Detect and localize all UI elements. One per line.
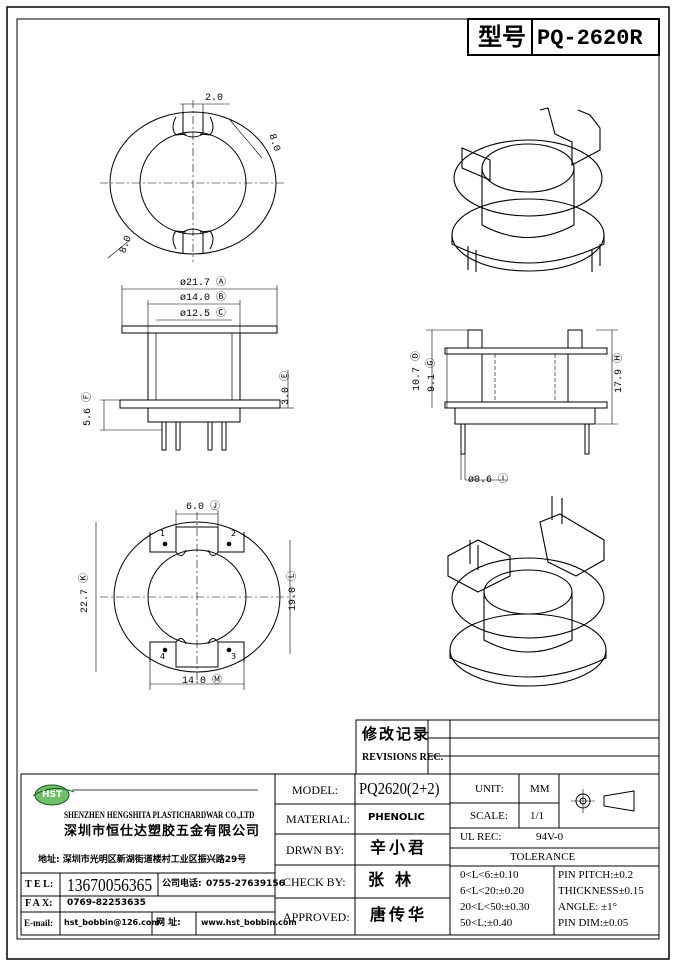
check-value: 张 林 — [368, 870, 412, 889]
dim-k: 22.7 Ⓚ — [80, 572, 92, 614]
drawn-label: DRWN BY: — [286, 843, 344, 857]
web-label: 网 址: — [156, 918, 181, 928]
dim-j: 6.0 Ⓙ — [186, 502, 221, 513]
thickness: THICKNESS±0.15 — [558, 885, 644, 897]
material-value: PHENOLIC — [368, 812, 425, 823]
pin-dim: PIN DIM:±0.05 — [558, 917, 629, 929]
dim-d: 10.7 Ⓓ — [412, 350, 424, 392]
side-view — [426, 329, 618, 481]
tolerance-label: TOLERANCE — [510, 851, 576, 863]
company-phone-value: 0755-27639156 — [206, 879, 285, 889]
email-label: E-mail: — [24, 918, 53, 928]
fax-value: 0769-82253635 — [67, 898, 146, 908]
pin-1-label: 1 — [160, 529, 166, 538]
material-label: MATERIAL: — [286, 812, 350, 826]
dim-i: ø0.6 Ⓘ — [468, 475, 509, 486]
title-block — [20, 719, 660, 936]
model-value: PQ2620(2+2) — [359, 779, 440, 798]
company-name-en: SHENZHEN HENGSHITA PLASTICHARDWAR CO.,LT… — [64, 810, 255, 820]
dim-top-slot: 2.0 — [205, 93, 224, 104]
tolerance-4: 50<L:±0.40 — [460, 917, 513, 929]
dim-l: 19.0 Ⓛ — [288, 570, 300, 612]
model-label: MODEL: — [292, 783, 338, 797]
approved-value: 唐传华 — [370, 905, 428, 924]
tolerance-3: 20<L<50:±0.30 — [460, 901, 530, 913]
ul-value: 94V-0 — [536, 831, 564, 843]
pin-2-label: 2 — [231, 529, 237, 538]
dim-b: ø14.0 Ⓑ — [180, 293, 227, 304]
dim-m: 14.0 Ⓜ — [182, 676, 223, 687]
dim-a: ø21.7 Ⓐ — [180, 278, 227, 289]
dim-g: 9.1 Ⓖ — [427, 357, 439, 393]
tel-label: T E L: — [25, 879, 54, 890]
top-view — [100, 100, 286, 262]
pin-4-label: 4 — [160, 652, 166, 661]
scale-value: 1/1 — [530, 810, 545, 822]
bottom-view — [95, 510, 294, 690]
scale-label: SCALE: — [470, 810, 508, 822]
ul-label: UL REC: — [460, 831, 502, 843]
pin-3-label: 3 — [231, 652, 237, 661]
type-label: 型号 — [478, 23, 526, 51]
tel-value: 13670056365 — [67, 875, 153, 895]
dim-h: 17.9 Ⓗ — [614, 352, 626, 394]
company-address: 地址: 深圳市光明区新湖街道楼村工业区振兴路29号 — [38, 855, 247, 865]
inner-border — [16, 18, 660, 940]
tolerance-1: 0<L<6:±0.10 — [460, 869, 519, 881]
pin-pitch: PIN PITCH:±0.2 — [558, 869, 634, 881]
outer-border — [6, 6, 670, 960]
revisions-title-en: REVISIONS REC. — [362, 752, 444, 763]
unit-label: UNIT: — [475, 783, 504, 795]
email-value: hst_bobbin@126.com — [64, 918, 160, 927]
logo-icon — [32, 784, 258, 806]
company-phone-label: 公司电话: — [162, 879, 202, 889]
logo-text: HST — [42, 790, 63, 800]
tolerance-2: 6<L<20:±0.20 — [460, 885, 524, 897]
fax-label: F A X: — [25, 898, 53, 909]
title-box — [467, 18, 660, 56]
check-label: CHECK BY: — [283, 875, 346, 889]
drawn-value: 辛小君 — [370, 838, 428, 857]
iso-view-top — [451, 107, 605, 272]
front-view — [100, 285, 294, 451]
approved-label: APPROVED: — [283, 910, 350, 924]
dim-c: ø12.5 Ⓒ — [180, 309, 227, 320]
model-title: PQ-2620R — [537, 26, 643, 51]
angle: ANGLE: ±1° — [558, 901, 618, 913]
web-value: www.hst_bobbin.com — [201, 918, 297, 927]
dim-f: 5.6 Ⓕ — [83, 391, 95, 427]
company-name-cn: 深圳市恒仕达塑胶五金有限公司 — [64, 824, 261, 839]
iso-view-bottom — [447, 496, 607, 687]
dim-e: 3.0 Ⓔ — [281, 370, 293, 406]
revisions-title-cn: 修改记录 — [362, 725, 431, 743]
unit-value: MM — [530, 783, 550, 795]
